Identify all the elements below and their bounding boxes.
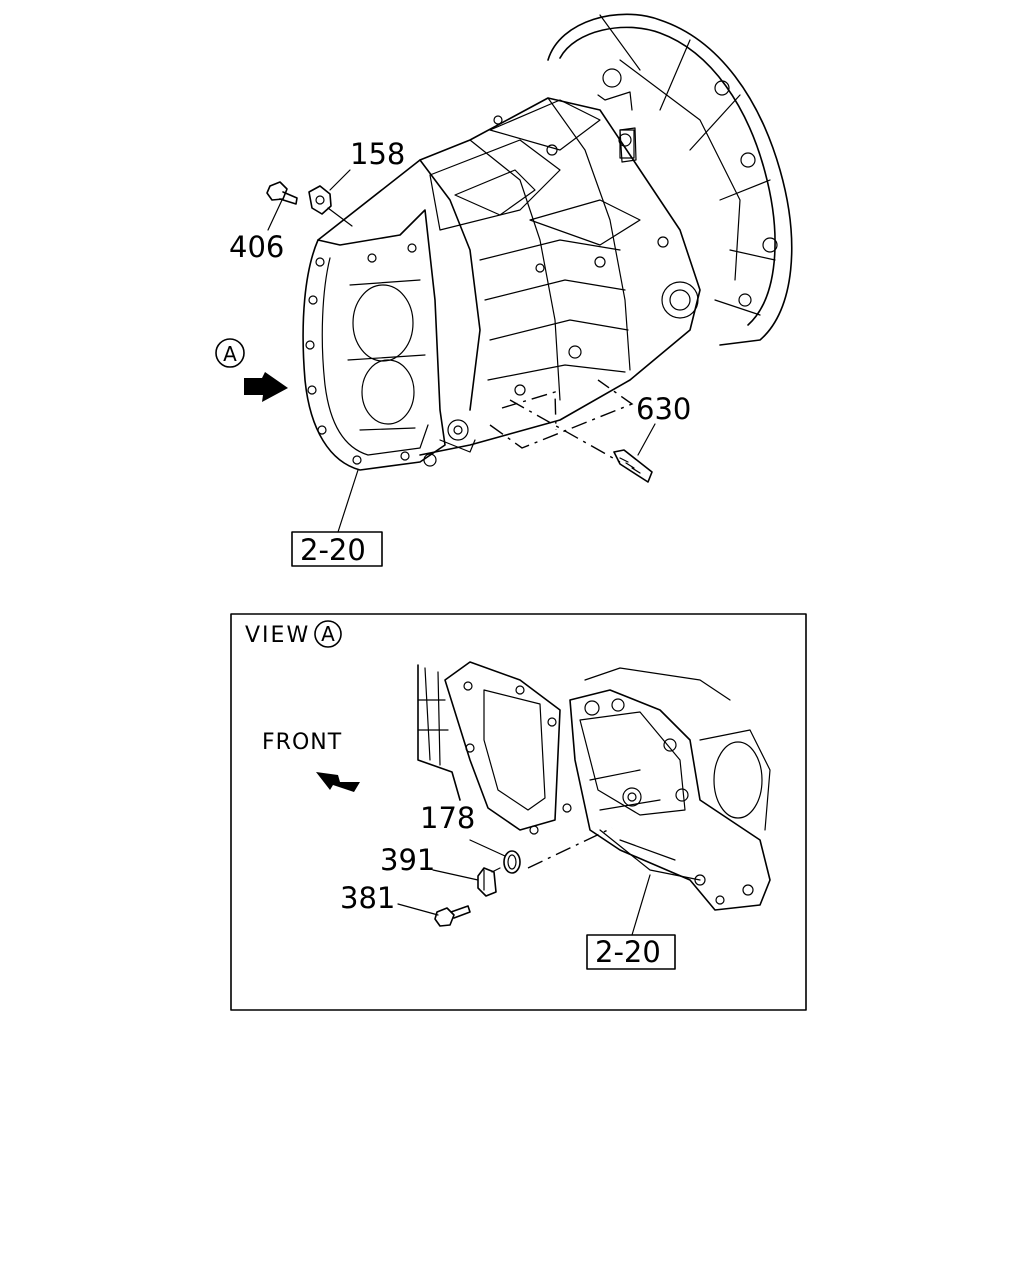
part-381-bolt [434,905,471,927]
part-391-plug [477,867,501,897]
callout-178: 178 [420,801,475,835]
view-a-marker: A [215,338,245,368]
detail-housing-drawing [417,661,771,911]
part-630-sensor [613,449,653,483]
callout-406: 406 [229,230,284,264]
view-a-marker-letter: A [223,342,237,366]
reference-box-2-20-upper[interactable]: 2-20 [291,531,383,567]
front-label: FRONT [262,730,342,755]
callout-630: 630 [636,392,691,426]
reference-label: 2-20 [595,935,661,969]
reference-label: 2-20 [300,533,366,567]
front-direction-arrow [316,772,360,792]
detail-view-marker-letter: A [321,622,335,646]
transmission-assembly-drawing [244,13,793,533]
part-406-bolt [266,181,298,205]
reference-box-2-20-detail[interactable]: 2-20 [586,934,676,970]
callout-158: 158 [350,137,405,171]
part-158-clip [308,185,353,227]
callout-391: 391 [380,843,435,877]
view-a-direction-arrow [244,372,288,402]
callout-381: 381 [340,881,395,915]
part-178-o-ring [503,850,521,874]
detail-view-title: VIEW [245,623,310,648]
detail-view-panel: VIEW A FRONT [230,613,807,1011]
